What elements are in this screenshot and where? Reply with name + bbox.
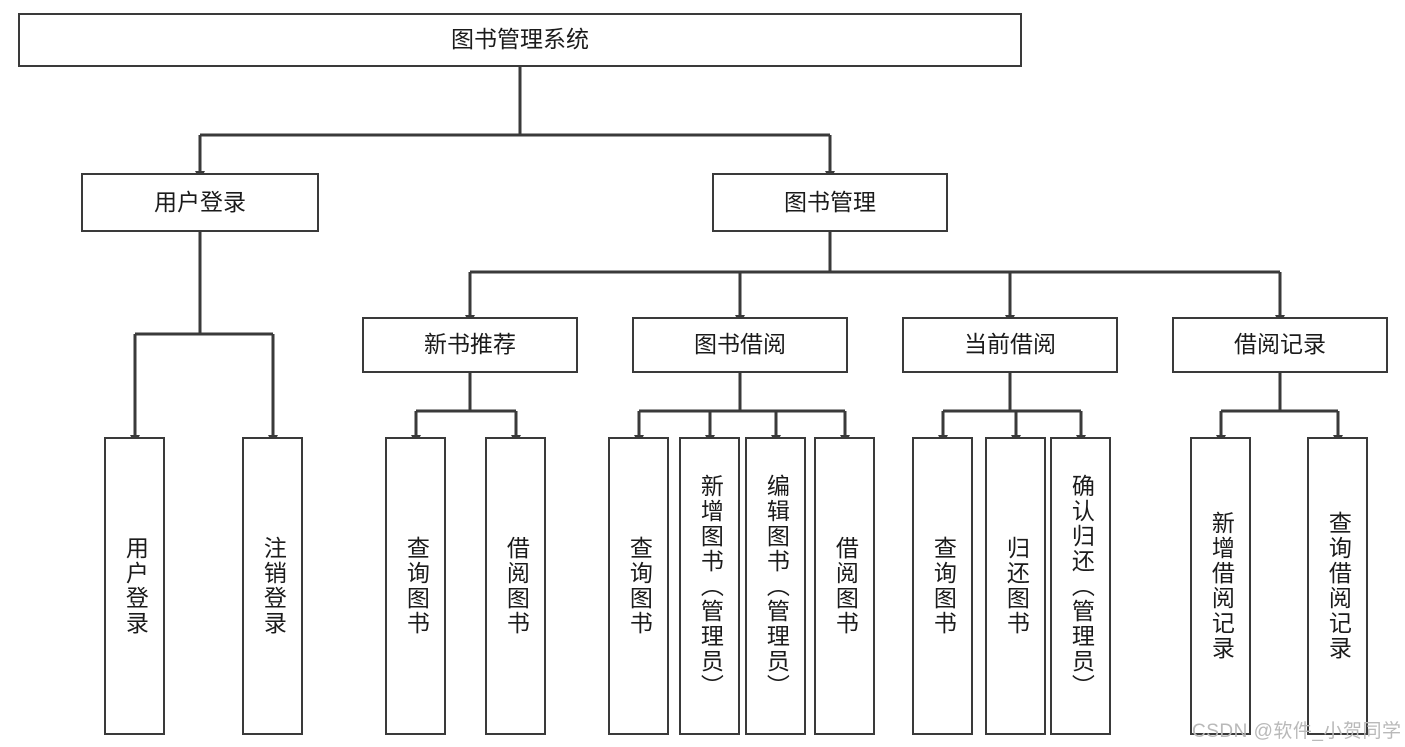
node-leaf-return-book[interactable]: 归还图书: [985, 437, 1046, 735]
node-leaf-edit-book[interactable]: 编辑图书（管理员）: [745, 437, 806, 735]
node-label: 新书推荐: [424, 331, 516, 358]
node-label: 图书管理: [784, 188, 876, 215]
node-label: 归还图书: [1003, 536, 1030, 636]
node-label: 确认归还（管理员）: [1068, 473, 1095, 699]
node-book-manage[interactable]: 图书管理: [712, 173, 948, 232]
node-leaf-query-record[interactable]: 查询借阅记录: [1307, 437, 1368, 735]
node-book-borrow[interactable]: 图书借阅: [632, 317, 848, 373]
node-leaf-confirm-return[interactable]: 确认归还（管理员）: [1050, 437, 1111, 735]
node-label: 查询图书: [930, 536, 957, 636]
node-label: 注销登录: [260, 536, 287, 636]
node-current-borrow[interactable]: 当前借阅: [902, 317, 1118, 373]
node-label: 查询图书: [626, 536, 653, 636]
node-leaf-borrow-book-2[interactable]: 借阅图书: [814, 437, 875, 735]
node-leaf-query-book-3[interactable]: 查询图书: [912, 437, 973, 735]
node-leaf-user-login[interactable]: 用户登录: [104, 437, 165, 735]
node-leaf-query-book-1[interactable]: 查询图书: [385, 437, 446, 735]
node-label: 借阅图书: [503, 536, 530, 636]
node-label: 新增借阅记录: [1208, 511, 1235, 661]
node-user-login[interactable]: 用户登录: [81, 173, 319, 232]
node-label: 用户登录: [122, 536, 149, 636]
node-leaf-add-book[interactable]: 新增图书（管理员）: [679, 437, 740, 735]
node-label: 新增图书（管理员）: [697, 473, 724, 699]
node-new-book-recommend[interactable]: 新书推荐: [362, 317, 578, 373]
node-leaf-logout[interactable]: 注销登录: [242, 437, 303, 735]
node-label: 图书借阅: [694, 331, 786, 358]
node-leaf-query-book-2[interactable]: 查询图书: [608, 437, 669, 735]
node-leaf-borrow-book-1[interactable]: 借阅图书: [485, 437, 546, 735]
node-label: 图书管理系统: [451, 26, 589, 53]
node-label: 借阅图书: [832, 536, 859, 636]
node-leaf-add-record[interactable]: 新增借阅记录: [1190, 437, 1251, 735]
node-label: 借阅记录: [1234, 331, 1326, 358]
node-label: 查询图书: [403, 536, 430, 636]
node-root[interactable]: 图书管理系统: [18, 13, 1022, 67]
node-label: 查询借阅记录: [1325, 511, 1352, 661]
node-label: 用户登录: [154, 188, 246, 215]
node-label: 编辑图书（管理员）: [763, 473, 790, 699]
csdn-watermark: CSDN @软件_小贺同学: [1192, 721, 1402, 742]
node-borrow-record[interactable]: 借阅记录: [1172, 317, 1388, 373]
node-label: 当前借阅: [964, 331, 1056, 358]
connector-lines: [130, 67, 1343, 444]
